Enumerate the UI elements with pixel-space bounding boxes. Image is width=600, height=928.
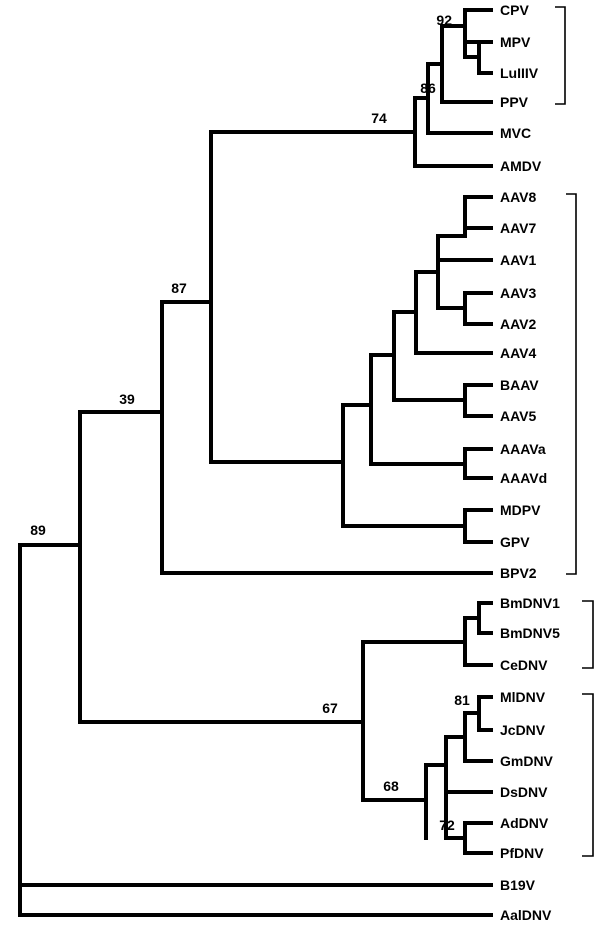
tree-branches bbox=[18, 8, 493, 917]
branch bbox=[444, 821, 493, 855]
group-bracket bbox=[566, 193, 577, 575]
taxon-label: AAV4 bbox=[500, 345, 537, 361]
group-bracket bbox=[555, 6, 566, 105]
taxon-label: B19V bbox=[500, 877, 536, 893]
taxon-label: GPV bbox=[500, 534, 530, 550]
group-bracket bbox=[582, 693, 594, 857]
bootstrap-value: 87 bbox=[171, 280, 187, 296]
bootstrap-value: 74 bbox=[371, 110, 387, 126]
taxon-label: BPV2 bbox=[500, 565, 537, 581]
taxon-labels: CPV MPV LuIIIV PPV MVC AMDV AAV8 AAV7 AA… bbox=[500, 2, 560, 923]
branch bbox=[361, 763, 428, 840]
taxon-label: AAAVd bbox=[500, 470, 547, 486]
branch bbox=[392, 383, 493, 418]
taxon-label: BAAV bbox=[500, 377, 539, 393]
taxon-label: AalDNV bbox=[500, 907, 552, 923]
taxon-label: CPV bbox=[500, 2, 529, 18]
taxon-label: AMDV bbox=[500, 158, 542, 174]
branch bbox=[444, 711, 493, 763]
branch bbox=[436, 210, 493, 262]
group-bracket bbox=[582, 600, 594, 669]
branch bbox=[463, 695, 493, 732]
bootstrap-value: 86 bbox=[420, 80, 436, 96]
bootstrap-value: 67 bbox=[322, 700, 338, 716]
taxon-label: MlDNV bbox=[500, 689, 546, 705]
taxon-label: MDPV bbox=[500, 502, 541, 518]
branch bbox=[463, 8, 493, 75]
bootstrap-value: 72 bbox=[439, 817, 455, 833]
taxon-label: BmDNV1 bbox=[500, 595, 560, 611]
bootstrap-value: 92 bbox=[436, 12, 452, 28]
branch bbox=[463, 195, 493, 230]
branch bbox=[436, 291, 493, 326]
bootstrap-value: 39 bbox=[119, 391, 135, 407]
taxon-label: AAV2 bbox=[500, 316, 537, 332]
taxon-label: MPV bbox=[500, 34, 531, 50]
branch bbox=[160, 300, 493, 575]
taxon-label: BmDNV5 bbox=[500, 625, 560, 641]
taxon-label: AAAVa bbox=[500, 441, 546, 457]
taxon-label: PPV bbox=[500, 94, 529, 110]
taxon-label: AdDNV bbox=[500, 815, 549, 831]
taxon-label: AAV7 bbox=[500, 220, 537, 236]
taxon-label: JcDNV bbox=[500, 722, 546, 738]
bootstrap-value: 68 bbox=[383, 778, 399, 794]
taxon-label: LuIIIV bbox=[500, 65, 539, 81]
branch bbox=[414, 234, 440, 310]
branch bbox=[463, 601, 493, 635]
branch bbox=[414, 270, 493, 355]
taxon-label: PfDNV bbox=[500, 845, 544, 861]
taxon-label: MVC bbox=[500, 125, 531, 141]
taxon-label: AAV8 bbox=[500, 189, 537, 205]
branch bbox=[361, 616, 493, 667]
branch bbox=[18, 543, 493, 917]
branch bbox=[369, 447, 493, 480]
taxon-label: CeDNV bbox=[500, 657, 548, 673]
bootstrap-value: 89 bbox=[30, 522, 46, 538]
branch bbox=[413, 96, 493, 168]
taxon-label: AAV1 bbox=[500, 252, 537, 268]
taxon-label: AAV3 bbox=[500, 285, 537, 301]
taxon-label: GmDNV bbox=[500, 753, 554, 769]
group-brackets bbox=[555, 6, 594, 857]
taxon-label: DsDNV bbox=[500, 784, 548, 800]
taxon-label: AAV5 bbox=[500, 408, 537, 424]
branch bbox=[426, 62, 493, 135]
branch bbox=[341, 508, 493, 544]
branch bbox=[440, 24, 493, 104]
branch bbox=[424, 763, 448, 840]
branch bbox=[444, 735, 493, 794]
bootstrap-value: 81 bbox=[454, 692, 470, 708]
bootstrap-values: 92 86 74 87 39 89 67 81 68 72 bbox=[30, 12, 470, 833]
